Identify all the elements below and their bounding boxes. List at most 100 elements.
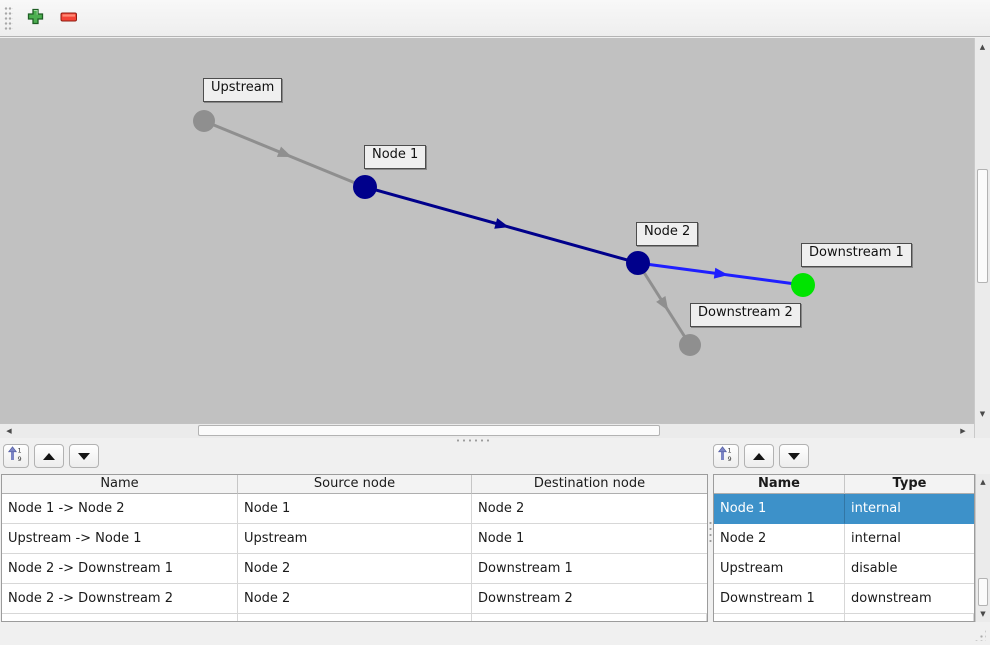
- sort-ascending-icon: 1 9: [717, 446, 735, 466]
- move-node-up-button[interactable]: [744, 444, 774, 468]
- scroll-left-icon[interactable]: ◀: [2, 424, 16, 438]
- column-header[interactable]: Type: [845, 475, 974, 494]
- edge-table-cell: Downstream 2: [472, 584, 707, 614]
- svg-text:1: 1: [18, 447, 22, 455]
- move-node-down-button[interactable]: [779, 444, 809, 468]
- node-type-cell: downstream: [845, 584, 974, 614]
- edge-table-cell: Node 2: [238, 584, 472, 614]
- node-table-toolbar: 1 9: [713, 444, 809, 468]
- node-table-scrollbar[interactable]: ▲ ▼: [975, 474, 990, 622]
- canvas-vertical-scrollbar[interactable]: ▲ ▼: [974, 38, 990, 423]
- node-label-downstream2: Downstream 2: [690, 303, 801, 327]
- edge-arrow-icon: [656, 295, 669, 311]
- empty-cell: [238, 614, 472, 621]
- graph-node-upstream[interactable]: [193, 110, 215, 132]
- minus-icon: [60, 11, 78, 26]
- horizontal-scroll-thumb[interactable]: [198, 425, 660, 436]
- graph-drawing: [0, 38, 974, 423]
- empty-cell: [472, 614, 707, 621]
- node-table-filler-row: [714, 614, 974, 621]
- node-label-upstream: Upstream: [203, 78, 283, 102]
- triangle-down-icon: [788, 452, 800, 460]
- scrollbar-corner: [974, 423, 990, 438]
- graph-node-node1[interactable]: [353, 175, 377, 199]
- scroll-down-icon[interactable]: ▼: [975, 407, 990, 421]
- svg-text:9: 9: [728, 455, 732, 462]
- svg-text:1: 1: [728, 447, 732, 455]
- edge-table-cell: Node 2 -> Downstream 1: [2, 554, 238, 584]
- splitter-grip-icon: [455, 439, 493, 442]
- vertical-scroll-thumb[interactable]: [978, 578, 988, 606]
- edge-arrow-icon: [713, 267, 729, 279]
- node-label-downstream1: Downstream 1: [801, 243, 912, 267]
- toolbar-drag-handle[interactable]: [4, 6, 13, 30]
- column-header[interactable]: Name: [2, 475, 238, 494]
- move-edge-down-button[interactable]: [69, 444, 99, 468]
- node-name-cell: Downstream 1: [714, 584, 845, 614]
- node-type-cell: internal: [845, 494, 974, 524]
- edge-table-cell: Downstream 1: [472, 554, 707, 584]
- node-label-node1: Node 1: [364, 145, 427, 169]
- graph-node-downstream1[interactable]: [791, 273, 815, 297]
- edge-table-cell: Node 1 -> Node 2: [2, 494, 238, 524]
- column-header[interactable]: Name: [714, 475, 845, 494]
- edge-table-filler-row: [2, 614, 707, 621]
- edge-arrow-icon: [494, 218, 510, 229]
- scroll-up-icon[interactable]: ▲: [975, 40, 990, 54]
- edge-table-cell: Node 2: [238, 554, 472, 584]
- scroll-down-icon[interactable]: ▼: [976, 608, 990, 620]
- plus-icon: [27, 8, 44, 28]
- empty-cell: [2, 614, 238, 621]
- node-name-cell: Node 1: [714, 494, 845, 524]
- node-label-node2: Node 2: [636, 222, 699, 246]
- vertical-scroll-thumb[interactable]: [977, 169, 988, 283]
- edge-table-cell: Node 1: [238, 494, 472, 524]
- empty-cell: [845, 614, 974, 621]
- triangle-up-icon: [753, 452, 765, 460]
- sort-edges-button[interactable]: 1 9: [3, 444, 29, 468]
- add-node-button[interactable]: [21, 5, 49, 31]
- scroll-right-icon[interactable]: ▶: [956, 424, 970, 438]
- canvas-horizontal-scrollbar[interactable]: ◀ ▶: [0, 423, 974, 438]
- edge-table-cell: Upstream: [238, 524, 472, 554]
- triangle-up-icon: [43, 452, 55, 460]
- edge-table-cell: Node 2 -> Downstream 2: [2, 584, 238, 614]
- svg-text:9: 9: [18, 455, 22, 462]
- empty-cell: [714, 614, 845, 621]
- node-type-cell: internal: [845, 524, 974, 554]
- triangle-down-icon: [78, 452, 90, 460]
- node-type-cell: disable: [845, 554, 974, 584]
- node-name-cell: Node 2: [714, 524, 845, 554]
- vertical-splitter[interactable]: [708, 443, 713, 645]
- edge-arrow-icon: [276, 146, 292, 158]
- edge-table-cell: Node 1: [472, 524, 707, 554]
- column-header[interactable]: Destination node: [472, 475, 707, 494]
- move-edge-up-button[interactable]: [34, 444, 64, 468]
- graph-node-downstream2[interactable]: [679, 334, 701, 356]
- scroll-up-icon[interactable]: ▲: [976, 476, 990, 488]
- remove-node-button[interactable]: [55, 5, 83, 31]
- splitter-grip-icon: [709, 520, 712, 546]
- horizontal-splitter[interactable]: [0, 438, 990, 443]
- column-header[interactable]: Source node: [238, 475, 472, 494]
- edge-table-cell: Node 2: [472, 494, 707, 524]
- graph-node-node2[interactable]: [626, 251, 650, 275]
- sort-nodes-button[interactable]: 1 9: [713, 444, 739, 468]
- canvas-background[interactable]: [0, 38, 974, 423]
- edge-table-toolbar: 1 9: [3, 444, 99, 468]
